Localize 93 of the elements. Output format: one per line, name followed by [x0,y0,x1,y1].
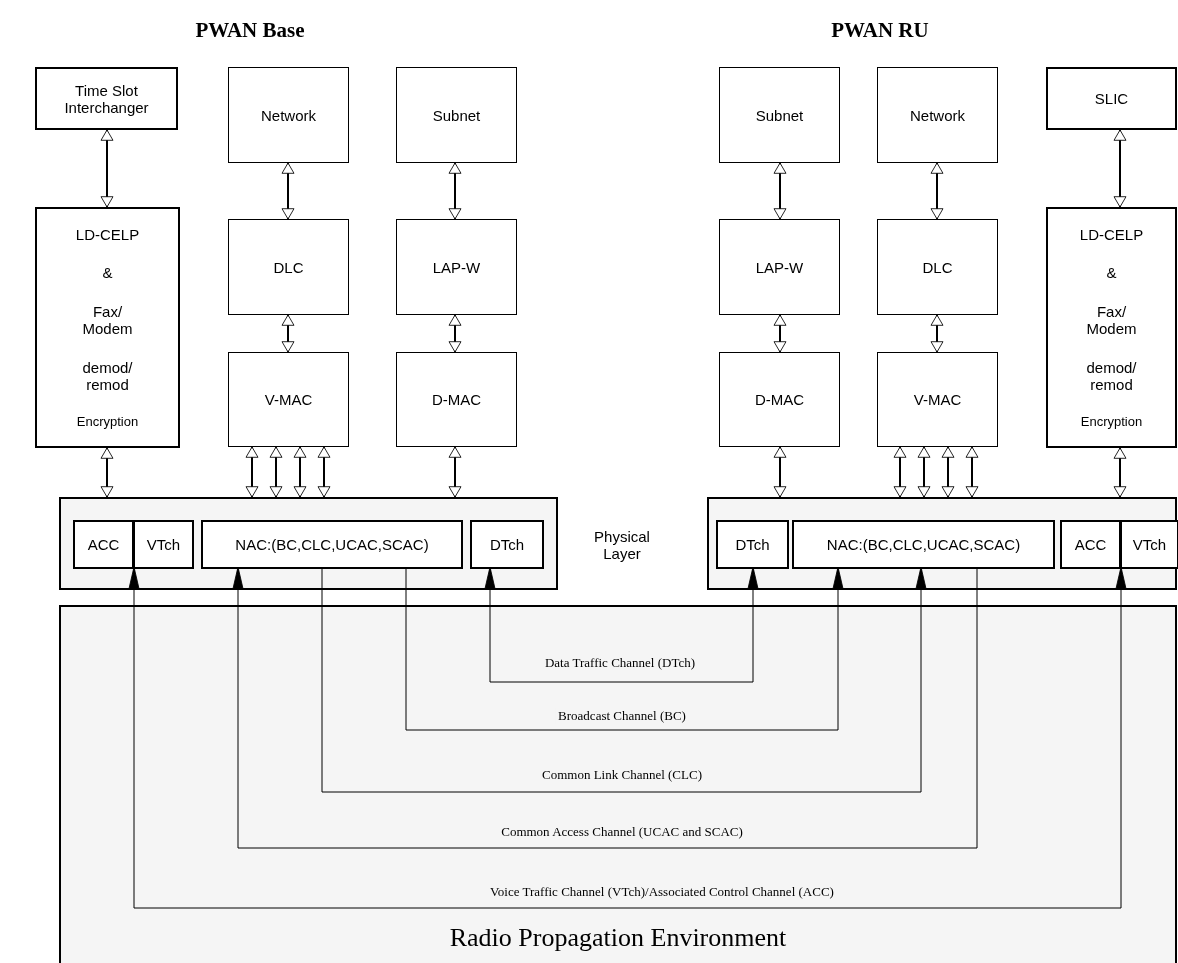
layer-box [470,520,544,569]
edge-label: Common Access Channel (UCAC and SCAC) [498,824,746,840]
layer-box [1046,207,1177,448]
layer-box [716,520,789,569]
arrow [405,566,844,731]
arrow [128,566,1127,909]
box-label: Fax/ Modem [1085,303,1138,337]
arrow [100,129,114,208]
box-label: DLC [922,258,953,276]
box-label: demod/ remod [81,358,134,393]
layer-box [228,352,349,447]
arrow [941,446,955,498]
arrow [930,314,944,353]
layer-box [133,520,194,569]
box-label: Network [910,106,965,124]
box-label: DTch [489,536,525,553]
arrow [321,566,927,793]
box-label: DLC [273,258,304,276]
arrow [917,446,931,498]
arrow [773,446,787,498]
box-label: Encryption [1080,414,1143,430]
arrow [281,314,295,353]
layer-box [877,67,998,163]
arrow [1113,447,1127,498]
layer-box [877,352,998,447]
box-label: ACC [87,536,120,553]
layer-box [73,520,134,569]
heading: PWAN RU [831,17,929,43]
layer-box [1046,67,1177,130]
heading: PWAN Base [195,17,305,43]
arrow [448,446,462,498]
box-label: Time Slot Interchanger [63,81,150,116]
arrow [484,566,759,683]
layer-panel [59,497,558,590]
layer-box [719,352,840,447]
box-label: NAC:(BC,CLC,UCAC,SCAC) [235,536,429,553]
box-label: Subnet [432,106,481,124]
side-label: Physical Layer [593,528,651,562]
box-label: NAC:(BC,CLC,UCAC,SCAC) [826,536,1021,553]
box-label: LD-CELP [75,225,140,243]
box-label: & [102,264,113,282]
arrow [448,314,462,353]
box-label: VTch [1132,536,1167,553]
box-label: V-MAC [264,391,313,408]
layer-box [396,67,517,163]
box-label: & [1106,264,1117,282]
box-label: Fax/ Modem [81,303,134,337]
box-label: LAP-W [432,258,481,276]
layer-box [792,520,1055,569]
edge-label: Broadcast Channel (BC) [555,708,689,724]
box-label: Subnet [755,106,804,124]
box-label: LD-CELP [1079,225,1144,243]
layer-box [396,219,517,315]
arrow [317,446,331,498]
layer-box [719,219,840,315]
layer-box [35,67,178,130]
box-label: Encryption [76,414,139,430]
layer-box [396,352,517,447]
box-label: Network [261,106,316,124]
layer-box [877,219,998,315]
arrow [1113,129,1127,208]
layer-panel [707,497,1177,590]
layer-box [35,207,180,448]
layer-box [201,520,463,569]
arrow [965,446,979,498]
arrow [448,162,462,220]
arrow [893,446,907,498]
arrow [232,566,978,849]
layer-box [1120,520,1178,569]
layer-box [719,67,840,163]
box-label: LAP-W [755,258,804,276]
arrow [930,162,944,220]
box-label: D-MAC [754,391,805,408]
arrow [269,446,283,498]
box-label: VTch [146,536,181,553]
box-label: V-MAC [913,391,962,408]
layer-box [1060,520,1121,569]
edge-label: Voice Traffic Channel (VTch)/Associated Control Channel (ACC) [487,884,837,900]
arrow [281,162,295,220]
arrow [773,314,787,353]
layer-box [228,67,349,163]
region-label: Radio Propagation Environment [449,923,787,953]
arrow [773,162,787,220]
arrow [245,446,259,498]
arrow [293,446,307,498]
edge-label: Common Link Channel (CLC) [539,767,705,783]
box-label: DTch [735,536,770,553]
box-label: SLIC [1094,90,1129,107]
box-label: demod/ remod [1085,358,1138,393]
layer-box [228,219,349,315]
box-label: ACC [1074,536,1107,553]
box-label: D-MAC [431,391,482,408]
arrow [100,447,114,498]
